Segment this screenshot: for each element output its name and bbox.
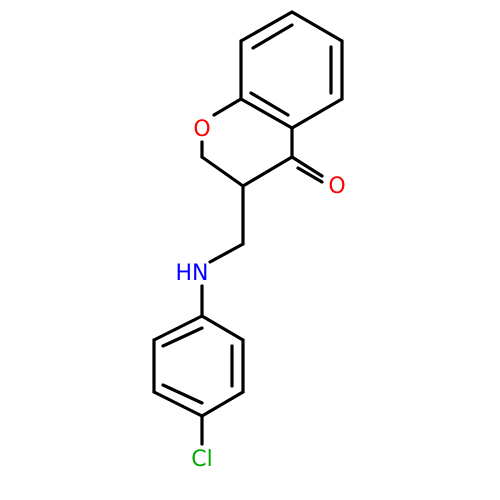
bond-aryl-lower-left-inner (161, 383, 204, 405)
bond-ch2-n (208, 242, 245, 264)
bond-ring-fusion-inner (249, 91, 290, 117)
bond-aryl-lower-right (200, 390, 245, 418)
amine-nitrogen-label: HN (176, 261, 209, 286)
bond-benzo-top (239, 10, 294, 43)
bond-benzo-top-inner (251, 23, 294, 50)
bond-aryl-upper-right (200, 314, 245, 342)
bond-aryl-lower-left (152, 390, 204, 418)
bond-aryl-upper-left-inner (161, 326, 204, 348)
bond-c3-c4 (241, 155, 294, 188)
bond-benzo-lower-right (290, 97, 344, 130)
bond-ring-fusion (239, 97, 294, 130)
chlorine-label: Cl (191, 447, 212, 472)
atom-labels: O O HN Cl (176, 117, 346, 472)
bond-carbonyl-outer (290, 155, 324, 178)
bond-carbonyl-inner (296, 166, 324, 184)
bond-c8a-o1 (212, 97, 243, 117)
bonds (152, 10, 344, 446)
carbonyl-oxygen-label: O (328, 174, 345, 199)
ring-oxygen-label: O (193, 117, 210, 142)
bond-c2-c3 (200, 155, 245, 188)
bond-benzo-upper-right (290, 10, 344, 43)
bond-aryl-upper-left (152, 314, 204, 342)
